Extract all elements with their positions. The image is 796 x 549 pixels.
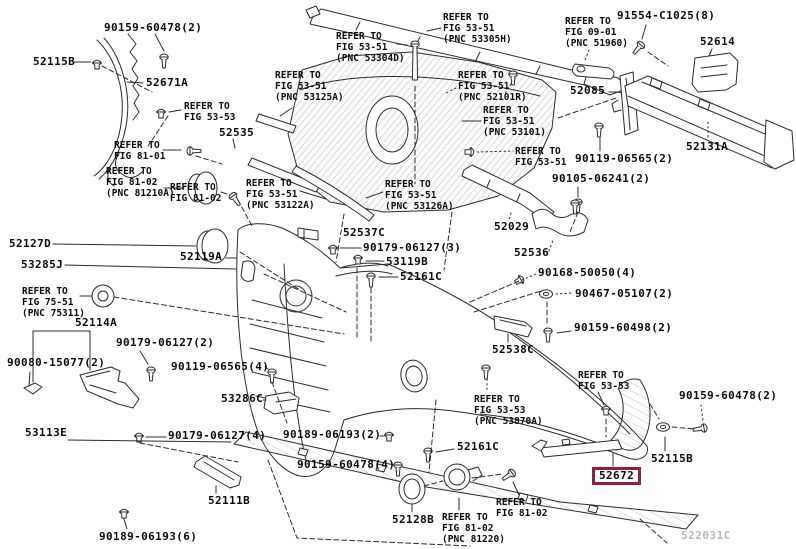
part-label-52111B[interactable]: 52111B: [208, 494, 251, 507]
part-label-53286C[interactable]: 53286C: [221, 392, 264, 405]
part-label-52085[interactable]: 52085: [570, 84, 606, 97]
part-label-52671A[interactable]: 52671A: [146, 76, 189, 89]
refer-note-fig81-02-top: REFER TO FIG 81-02: [170, 182, 222, 204]
part-label-52538C[interactable]: 52538C: [492, 343, 535, 356]
refer-note-fig53-51-pnc53122A: REFER TO FIG 53-51 (PNC 53122A): [246, 178, 315, 211]
part-label-91554-C1025[interactable]: 91554-C1025(8): [617, 9, 716, 22]
part-label-52131A[interactable]: 52131A: [686, 140, 729, 153]
fastener-icons: [92, 39, 709, 519]
radiator-grille-drawing: [287, 51, 557, 213]
side-pad-52672-drawing: [531, 378, 651, 458]
part-label-52029[interactable]: 52029: [494, 220, 530, 233]
refer-note-fig53-51-pnc53101: REFER TO FIG 53-51 (PNC 53101): [483, 105, 546, 138]
part-label-52161C-a[interactable]: 52161C: [400, 270, 443, 283]
refer-note-fig53-51-pnc53305H: REFER TO FIG 53-51 (PNC 53305H): [443, 12, 512, 45]
part-label-90119-06565-4[interactable]: 90119-06565(4): [171, 360, 270, 373]
part-label-90119-06565-2[interactable]: 90119-06565(2): [575, 152, 674, 165]
bumper-support-52114A-drawing: [23, 366, 140, 409]
refer-note-fig81-02-pnc81210A: REFER TO FIG 81-02 (PNC 81210A): [106, 166, 175, 199]
figure-code-watermark: 522031C: [681, 529, 731, 542]
refer-note-fig81-01: REFER TO FIG 81-01: [114, 140, 166, 162]
part-label-90105-06241[interactable]: 90105-06241(2): [552, 172, 651, 185]
part-label-52115B-top[interactable]: 52115B: [33, 55, 76, 68]
refer-note-fig81-02-btm: REFER TO FIG 81-02: [496, 497, 548, 519]
part-label-52128B[interactable]: 52128B: [392, 513, 435, 526]
towing-hook-drawing: [571, 63, 615, 80]
part-label-90159-60478-top[interactable]: 90159-60478(2): [104, 21, 203, 34]
part-label-90189-06193-6[interactable]: 90189-06193(6): [99, 530, 198, 543]
refer-note-fig53-51-pnc53304D: REFER TO FIG 53-51 (PNC 53304D): [336, 31, 405, 64]
part-label-52672-highlighted[interactable]: 52672: [592, 467, 642, 485]
part-label-53113E[interactable]: 53113E: [25, 426, 68, 439]
part-label-52114A[interactable]: 52114A: [75, 316, 118, 329]
assembly-dashed-lines: [101, 51, 696, 547]
refer-note-fig09-01-pnc51960: REFER TO FIG 09-01 (PNC 51960): [565, 16, 628, 49]
refer-note-fig81-02-pnc81220: REFER TO FIG 81-02 (PNC 81220): [442, 512, 505, 545]
grille-moldings-drawing: [247, 113, 375, 222]
absorber-pad-drawing: [691, 52, 739, 93]
part-label-52115B-btm[interactable]: 52115B: [651, 452, 694, 465]
part-label-90467-05107[interactable]: 90467-05107(2): [575, 287, 674, 300]
refer-note-fig53-53-btm: REFER TO FIG 53-53: [578, 370, 630, 392]
part-label-90179-06127-2[interactable]: 90179-06127(2): [116, 336, 215, 349]
refer-note-fig53-53-pnc53870A: REFER TO FIG 53-53 (PNC 53870A): [474, 394, 543, 427]
side-retainer-52537C-drawing: [297, 227, 319, 241]
part-label-52614[interactable]: 52614: [700, 35, 736, 48]
refer-note-fig53-51-plain: REFER TO FIG 53-51: [515, 146, 567, 168]
part-label-52535[interactable]: 52535: [219, 126, 255, 139]
part-label-90189-06193-2[interactable]: 90189-06193(2): [283, 428, 382, 441]
part-label-52161C-b[interactable]: 52161C: [457, 440, 500, 453]
part-label-90179-06127-3[interactable]: 90179-06127(3): [363, 241, 462, 254]
refer-note-fig53-51-pnc52101R: REFER TO FIG 53-51 (PNC 52101R): [458, 70, 527, 103]
part-label-53285J[interactable]: 53285J: [21, 258, 64, 271]
part-label-52537C[interactable]: 52537C: [343, 226, 386, 239]
cushion-53286C-drawing: [263, 391, 300, 415]
refer-note-fig75-51-pnc75311: REFER TO FIG 75-51 (PNC 75311): [22, 286, 85, 319]
part-label-52127D[interactable]: 52127D: [9, 237, 52, 250]
refer-note-fig53-51-pnc53126A: REFER TO FIG 53-51 (PNC 53126A): [385, 179, 454, 212]
part-label-90159-60478-4[interactable]: 90159-60478(4): [297, 458, 396, 471]
mid-left-fasteners-drawing: [91, 171, 256, 308]
part-label-53119B[interactable]: 53119B: [386, 255, 429, 268]
bumper-arm-52538C-drawing: [493, 315, 533, 338]
refer-note-fig53-53-top: REFER TO FIG 53-53: [184, 101, 236, 123]
leader-lines: [28, 24, 713, 530]
part-label-90168-50050[interactable]: 90168-50050(4): [538, 266, 637, 279]
part-label-90159-60478-btm[interactable]: 90159-60478(2): [679, 389, 778, 402]
fog-lamp-drawing: [443, 463, 483, 491]
part-label-90179-06127-4[interactable]: 90179-06127(4): [168, 429, 267, 442]
refer-note-fig53-51-pnc53125A: REFER TO FIG 53-51 (PNC 53125A): [275, 70, 344, 103]
lower-retainer-52111B-drawing: [193, 455, 242, 489]
part-label-52119A[interactable]: 52119A: [180, 250, 223, 263]
apron-seal-bracket-drawing: [531, 208, 589, 237]
fog-bezel-ring-52128B-drawing: [398, 473, 426, 505]
part-label-90159-60498[interactable]: 90159-60498(2): [574, 321, 673, 334]
part-label-90080-15077[interactable]: 90080-15077(2): [7, 356, 106, 369]
fender-liner-drawing: [93, 33, 143, 187]
part-label-52536[interactable]: 52536: [514, 246, 550, 259]
